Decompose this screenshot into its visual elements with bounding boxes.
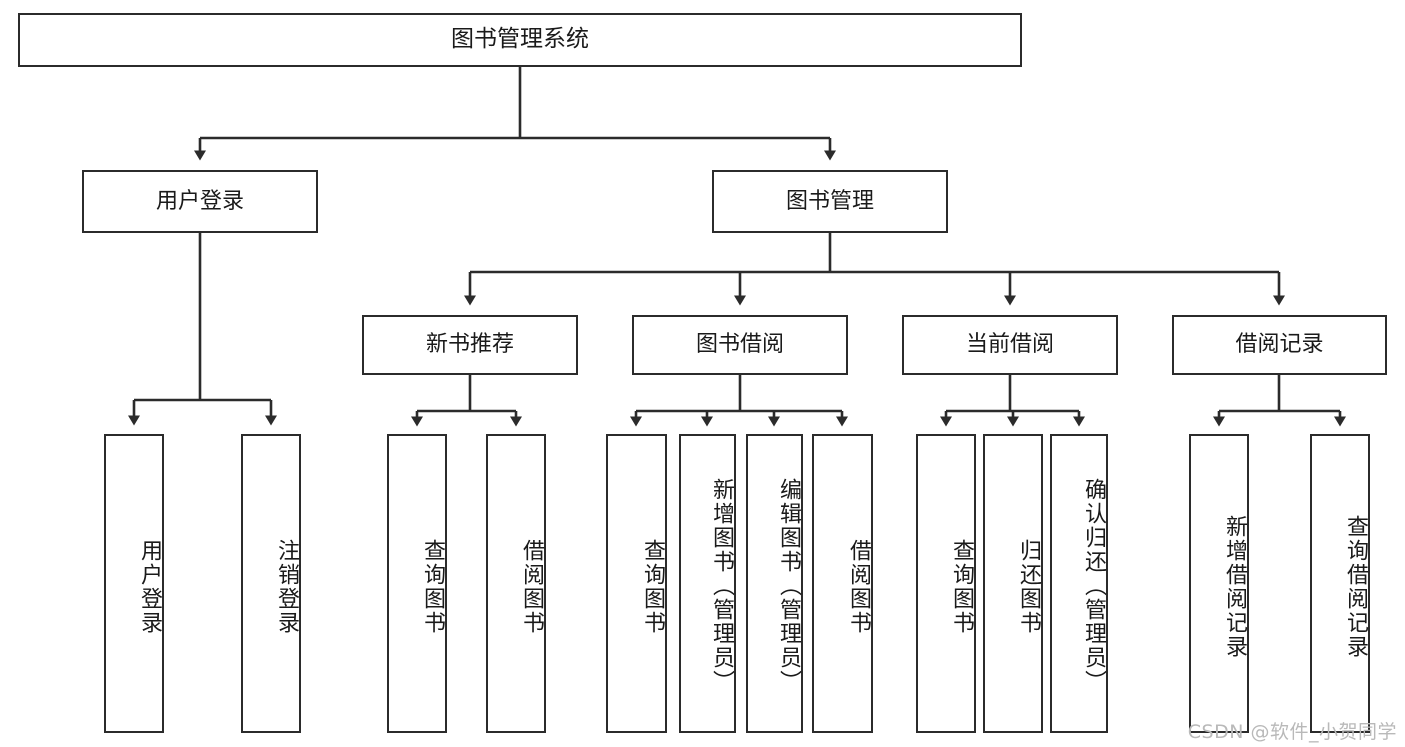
node-root[interactable]: 图书管理系统 (18, 13, 1022, 67)
node-user-login[interactable]: 用户登录 (82, 170, 318, 233)
leaf-borrow-lend-book-label: 借阅图书 (846, 538, 871, 635)
node-current-borrow-label: 当前借阅 (965, 332, 1054, 358)
leaf-borrow-lend-book[interactable]: 借阅图书 (812, 434, 873, 733)
leaf-current-return-book-label: 归还图书 (1016, 538, 1041, 635)
leaf-current-query-book-label: 查询图书 (949, 538, 974, 635)
leaf-borrow-edit-book-admin-label: 编辑图书（管理员） (776, 477, 801, 694)
leaf-borrow-query-book-label: 查询图书 (640, 538, 665, 635)
leaf-records-add-record[interactable]: 新增借阅记录 (1189, 434, 1249, 733)
leaf-current-return-book[interactable]: 归还图书 (983, 434, 1043, 733)
leaf-records-add-record-label: 新增借阅记录 (1222, 514, 1247, 659)
leaf-newbook-query-book[interactable]: 查询图书 (387, 434, 447, 733)
node-new-book-recommend-label: 新书推荐 (425, 332, 514, 358)
node-book-borrow[interactable]: 图书借阅 (632, 315, 848, 375)
leaf-user-login[interactable]: 用户登录 (104, 434, 164, 733)
node-borrow-records-label: 借阅记录 (1235, 332, 1324, 358)
node-book-management-label: 图书管理 (785, 188, 874, 214)
leaf-current-confirm-return-admin[interactable]: 确认归还（管理员） (1050, 434, 1108, 733)
leaf-borrow-add-book-admin-label: 新增图书（管理员） (709, 477, 734, 694)
leaf-user-logout-label: 注销登录 (274, 538, 299, 635)
leaf-newbook-borrow-book-label: 借阅图书 (519, 538, 544, 635)
node-root-label: 图书管理系统 (451, 26, 589, 53)
leaf-user-login-label: 用户登录 (137, 538, 162, 635)
leaf-records-query-record-label: 查询借阅记录 (1343, 514, 1368, 659)
leaf-borrow-query-book[interactable]: 查询图书 (606, 434, 667, 733)
csdn-watermark: CSDN @软件_小贺同学 (1187, 721, 1397, 743)
leaf-user-logout[interactable]: 注销登录 (241, 434, 301, 733)
node-borrow-records[interactable]: 借阅记录 (1172, 315, 1387, 375)
leaf-current-confirm-return-admin-label: 确认归还（管理员） (1081, 477, 1106, 694)
leaf-borrow-edit-book-admin[interactable]: 编辑图书（管理员） (746, 434, 803, 733)
node-user-login-label: 用户登录 (155, 188, 244, 214)
leaf-newbook-query-book-label: 查询图书 (420, 538, 445, 635)
leaf-records-query-record[interactable]: 查询借阅记录 (1310, 434, 1370, 733)
leaf-newbook-borrow-book[interactable]: 借阅图书 (486, 434, 546, 733)
leaf-current-query-book[interactable]: 查询图书 (916, 434, 976, 733)
node-book-borrow-label: 图书借阅 (695, 332, 784, 358)
node-book-management[interactable]: 图书管理 (712, 170, 948, 233)
node-current-borrow[interactable]: 当前借阅 (902, 315, 1118, 375)
node-new-book-recommend[interactable]: 新书推荐 (362, 315, 578, 375)
leaf-borrow-add-book-admin[interactable]: 新增图书（管理员） (679, 434, 736, 733)
